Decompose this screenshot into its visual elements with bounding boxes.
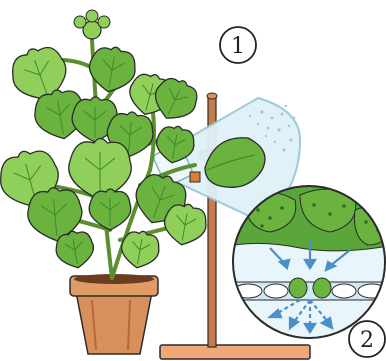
clamp-pad-bottom bbox=[190, 172, 200, 182]
marker-2: 2 bbox=[349, 321, 385, 357]
guard-cell-left bbox=[289, 278, 307, 298]
stand-base bbox=[160, 345, 310, 359]
marker-1-label: 1 bbox=[231, 34, 245, 59]
plant-top-bud bbox=[74, 10, 110, 39]
stand-rod-top bbox=[207, 93, 217, 99]
guard-cell-right bbox=[313, 278, 331, 298]
marker-2-label: 2 bbox=[360, 328, 374, 353]
plant-leaves bbox=[0, 40, 209, 271]
pot-body bbox=[76, 292, 152, 354]
marker-1: 1 bbox=[220, 27, 256, 63]
flower-pot bbox=[70, 274, 158, 354]
